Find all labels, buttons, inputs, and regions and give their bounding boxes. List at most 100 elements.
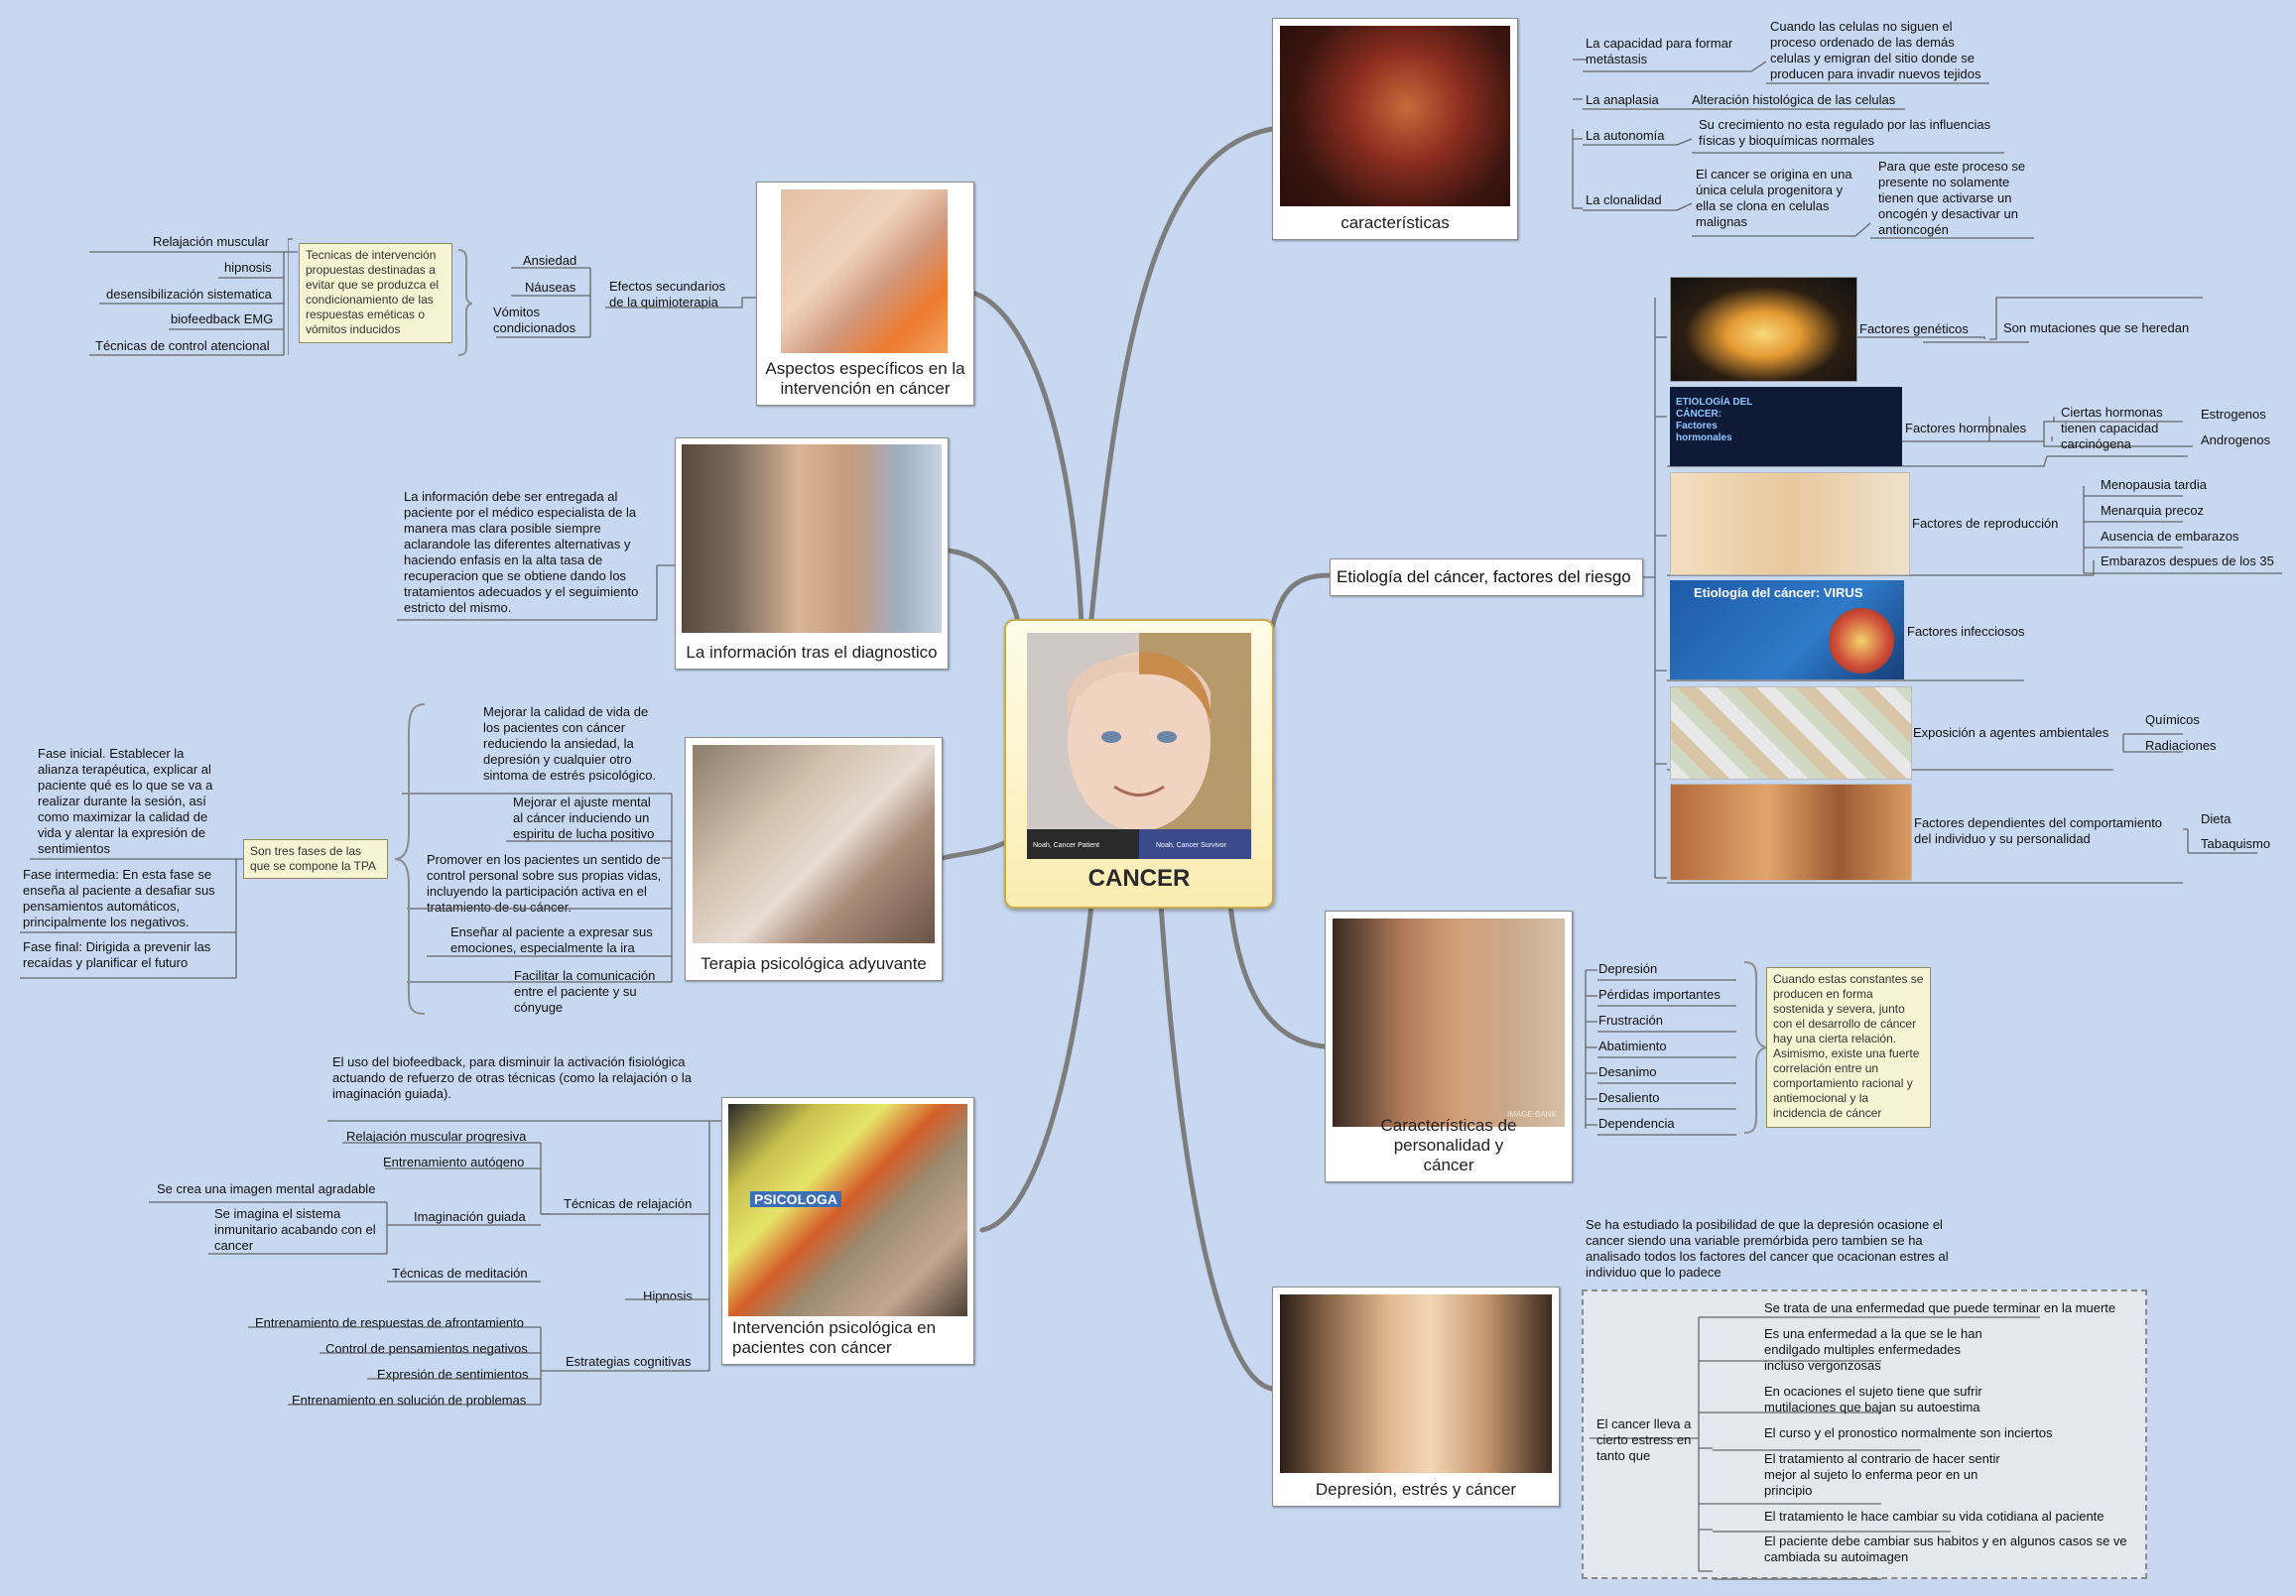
caption-informacion: La información tras el diagnostico bbox=[686, 643, 938, 662]
guided-2: Se imagina el sistema inmunitario acaban… bbox=[214, 1206, 376, 1253]
tecnica-1: Relajación muscular bbox=[153, 234, 270, 249]
fase-inicial: Fase inicial. Establecer la alianza tera… bbox=[38, 746, 213, 856]
fases-connectors bbox=[20, 858, 243, 979]
relax-4: Técnicas de meditación bbox=[392, 1266, 528, 1281]
personalidad-item-6: Desaliento bbox=[1598, 1090, 1660, 1105]
char-label-metastasis: La capacidad para formar metástasis bbox=[1586, 36, 1733, 66]
depresion-intro: Se ha estudiado la posibilidad de que la… bbox=[1586, 1217, 1949, 1280]
depresion-item-7: El paciente debe cambiar sus habitos y e… bbox=[1764, 1534, 2127, 1564]
ambientales-label: Exposición a agentes ambientales bbox=[1913, 725, 2109, 740]
guided-1: Se crea una imagen mental agradable bbox=[157, 1181, 376, 1196]
relax-label: Técnicas de relajación bbox=[564, 1196, 693, 1211]
caption-depresion: Depresión, estrés y cáncer bbox=[1315, 1480, 1517, 1499]
personalidad-item-3: Frustración bbox=[1598, 1013, 1664, 1028]
branch-depresion bbox=[1158, 902, 1275, 1392]
caption-aspectos: Aspectos específicos en la intervención … bbox=[765, 359, 965, 398]
depresion-item-3: En ocaciones el sujeto tiene que sufrir … bbox=[1764, 1384, 1982, 1414]
branch-terapia bbox=[940, 840, 1007, 861]
personalidad-item-4: Abatimiento bbox=[1598, 1039, 1667, 1053]
char-detail-metastasis: Cuando las celulas no siguen el proceso … bbox=[1770, 19, 1981, 81]
infecciosos-label: Factores infecciosos bbox=[1907, 624, 2025, 639]
virus-image-text: Etiología del cáncer: VIRUS bbox=[1694, 585, 1863, 600]
stressed-woman-photo bbox=[1280, 1294, 1552, 1473]
tecnica-5: Técnicas de control atencional bbox=[95, 338, 270, 353]
char-label-autonomia: La autonomía bbox=[1586, 128, 1665, 143]
cog-4: Entrenamiento en solución de problemas bbox=[292, 1393, 527, 1408]
card-depresion[interactable]: Depresión, estrés y cáncer bbox=[1272, 1287, 1560, 1507]
comportamiento-sub-2: Tabaquismo bbox=[2201, 836, 2271, 851]
efecto-nauseas: Náuseas bbox=[525, 280, 576, 295]
terapia-goal-4: Enseñar al paciente a expresar sus emoci… bbox=[450, 924, 653, 955]
depresion-item-2: Es una enfermedad a la que se le han end… bbox=[1764, 1326, 1982, 1373]
efectos-label: Efectos secundarios de la quimioterapia bbox=[609, 279, 726, 309]
efecto-ansiedad: Ansiedad bbox=[523, 253, 577, 268]
relax-1: Relajación muscular progresiva bbox=[346, 1129, 527, 1144]
char-label-clonalidad: La clonalidad bbox=[1586, 192, 1662, 207]
photo-label-right: Noah, Cancer Survivor bbox=[1156, 842, 1226, 849]
hormonal-image: ETIOLOGÍA DEL CÁNCER: Factores hormonale… bbox=[1670, 387, 1902, 466]
depresion-stress-box bbox=[1582, 1289, 2147, 1580]
patient-dog-photo bbox=[693, 745, 935, 943]
reproduccion-sub-4: Embarazos despues de los 35 bbox=[2101, 553, 2274, 568]
char-detail2-clonalidad: Para que este proceso se presente no sol… bbox=[1878, 159, 2026, 237]
ambientales-sub-2: Radiaciones bbox=[2145, 738, 2217, 753]
ambientales-sub-1: Químicos bbox=[2145, 712, 2200, 727]
tecnica-4: biofeedback EMG bbox=[171, 311, 274, 326]
aspectos-connectors bbox=[288, 238, 756, 356]
photo-label-left: Noah, Cancer Patient bbox=[1033, 842, 1099, 849]
faces-illustration bbox=[1027, 633, 1251, 859]
central-topic[interactable]: Noah, Cancer Patient Noah, Cancer Surviv… bbox=[1004, 619, 1274, 909]
terapia-phases-note: Son tres fases de las que se compone la … bbox=[243, 839, 388, 879]
char-detail-anaplasia: Alteración histológica de las celulas bbox=[1692, 92, 1896, 107]
caption-caracteristicas: características bbox=[1340, 213, 1450, 232]
cog-1: Entrenamiento de respuestas de afrontami… bbox=[255, 1315, 525, 1330]
informacion-connector bbox=[397, 564, 675, 621]
depresion-item-5: El tratamiento al contrario de hacer sen… bbox=[1764, 1451, 2000, 1498]
char-detail-autonomia: Su crecimiento no esta regulado por las … bbox=[1699, 117, 1991, 148]
reproduccion-sub-2: Menarquia precoz bbox=[2101, 503, 2205, 518]
personalidad-item-1: Depresión bbox=[1598, 961, 1658, 976]
reproduction-image bbox=[1670, 472, 1910, 575]
hormonal-detail: Ciertas hormonas tienen capacidad carcin… bbox=[2061, 405, 2163, 451]
intervencion-connectors bbox=[149, 1120, 721, 1406]
relax-2: Entrenamiento autógeno bbox=[383, 1155, 525, 1169]
cog-2: Control de pensamientos negativos bbox=[325, 1341, 528, 1356]
card-caracteristicas[interactable]: características bbox=[1272, 18, 1518, 240]
hormonal-image-text: ETIOLOGÍA DEL CÁNCER: Factores hormonale… bbox=[1676, 397, 1753, 443]
psychologist-photo: PSICOLOGA bbox=[728, 1104, 967, 1316]
biofeedback-text: El uso del biofeedback, para disminuir l… bbox=[332, 1054, 693, 1101]
depresion-label: El cancer lleva a cierto estress en tant… bbox=[1596, 1416, 1692, 1463]
card-aspectos[interactable]: Aspectos específicos en la intervención … bbox=[756, 182, 974, 406]
comportamiento-label: Factores dependientes del comportamiento… bbox=[1914, 815, 2163, 846]
caption-terapia: Terapia psicológica adyuvante bbox=[701, 954, 927, 973]
tecnica-2: hipnosis bbox=[224, 260, 272, 275]
card-terapia[interactable]: Terapia psicológica adyuvante bbox=[685, 737, 943, 981]
fase-intermedia: Fase intermedia: En esta fase se enseña … bbox=[23, 867, 215, 929]
informacion-text: La información debe ser entregada al pac… bbox=[404, 489, 639, 615]
cog-3: Expresión de sentimientos bbox=[377, 1367, 529, 1382]
caption-intervencion: Intervención psicológica en pacientes co… bbox=[732, 1318, 937, 1357]
genetic-image bbox=[1670, 277, 1857, 382]
hormonal-sub-1: Estrogenos bbox=[2201, 407, 2266, 422]
branch-aspectos bbox=[969, 290, 1084, 628]
card-informacion[interactable]: La información tras el diagnostico bbox=[675, 437, 949, 670]
hands-photo bbox=[781, 189, 948, 353]
photo-watermark: IMAGE BANK bbox=[1507, 1110, 1557, 1119]
hormonal-label: Factores hormonales bbox=[1905, 421, 2027, 435]
depresion-item-6: El tratamiento le hace cambiar su vida c… bbox=[1764, 1509, 2105, 1524]
branch-intervencion bbox=[979, 902, 1094, 1233]
card-intervencion[interactable]: PSICOLOGA Intervención psicológica en pa… bbox=[721, 1097, 974, 1365]
personalidad-item-5: Desanimo bbox=[1598, 1064, 1657, 1079]
personalidad-item-7: Dependencia bbox=[1598, 1116, 1675, 1131]
card-personalidad[interactable]: IMAGE BANK Características de personalid… bbox=[1325, 911, 1573, 1182]
depresion-item-1: Se trata de una enfermedad que puede ter… bbox=[1764, 1300, 2116, 1315]
depresion-item-4: El curso y el pronostico normalmente son… bbox=[1764, 1425, 2053, 1440]
central-title: CANCER bbox=[1087, 865, 1191, 892]
reproduccion-label: Factores de reproducción bbox=[1912, 516, 2059, 531]
etiologia-title: Etiología del cáncer, factores del riesg… bbox=[1337, 567, 1631, 586]
ambientales-image bbox=[1670, 686, 1912, 780]
char-detail-clonalidad: El cancer se origina en una única celula… bbox=[1696, 167, 1852, 229]
topic-etiologia[interactable]: Etiología del cáncer, factores del riesg… bbox=[1330, 558, 1643, 596]
personalidad-connectors bbox=[1585, 961, 1769, 1136]
